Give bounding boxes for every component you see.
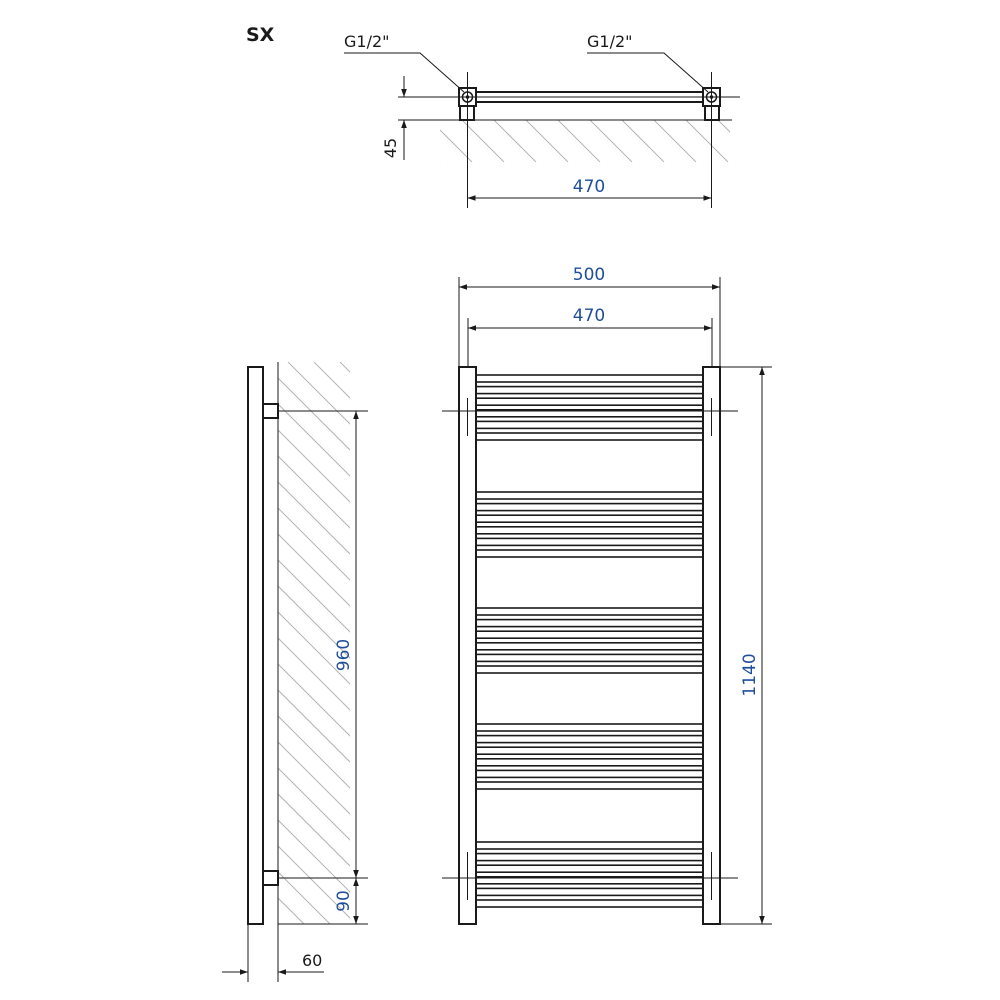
towel-bar xyxy=(475,420,704,430)
top-wall-hatch xyxy=(440,120,730,162)
wall-distance-dim-label: 60 xyxy=(302,951,322,970)
towel-bar xyxy=(475,491,704,500)
side-bottom-connection xyxy=(262,870,279,886)
overall-width-dim-label: 500 xyxy=(573,265,605,285)
side-collector xyxy=(247,366,264,925)
top-hatch-line xyxy=(461,120,505,162)
side-hatch-line xyxy=(278,663,350,737)
front-left-collector xyxy=(458,366,477,925)
towel-bar xyxy=(475,432,704,441)
towel-bar xyxy=(475,374,704,383)
towel-bar xyxy=(475,653,704,663)
side-hatch-line xyxy=(278,923,279,924)
depth-dim-label: 45 xyxy=(381,138,400,158)
axis-width-dim-label: 470 xyxy=(573,306,605,326)
side-hatch-line xyxy=(278,793,350,867)
towel-bar xyxy=(475,630,704,640)
towel-bar xyxy=(475,887,704,897)
side-hatch-line xyxy=(278,611,350,685)
right-connection-label: G1/2" xyxy=(587,32,633,51)
top-hatch-line xyxy=(493,120,537,162)
side-hatch-line xyxy=(278,637,350,711)
top-hatch-line xyxy=(685,120,729,162)
side-hatch-line xyxy=(278,429,350,503)
towel-bar xyxy=(475,641,704,651)
top-hatch-line xyxy=(440,129,473,162)
top-hatch-line xyxy=(589,120,633,162)
towel-bar xyxy=(475,769,704,779)
towel-bar xyxy=(475,899,704,908)
side-view: 960 90 60 xyxy=(222,362,368,982)
towel-bar xyxy=(475,734,704,744)
towel-bar xyxy=(475,864,704,874)
top-hatch-line xyxy=(653,120,697,162)
front-right-collector xyxy=(702,366,721,925)
towel-bar xyxy=(475,781,704,790)
model-title: SX xyxy=(246,24,275,46)
top-view: G1/2" G1/2" 45 470 xyxy=(344,32,740,208)
towel-bar xyxy=(475,502,704,512)
top-hatch-line xyxy=(717,120,730,133)
top-hatch-line xyxy=(621,120,665,162)
side-wall-hatch xyxy=(278,362,350,924)
spacing-dim-label: 960 xyxy=(334,639,354,671)
towel-bar xyxy=(475,514,704,524)
towel-bar xyxy=(475,665,704,674)
right-connection-leader xyxy=(587,52,709,93)
side-hatch-line xyxy=(278,741,350,815)
towel-bar xyxy=(475,525,704,535)
towel-bar xyxy=(475,607,704,616)
top-axis-dim-label: 470 xyxy=(573,177,605,197)
towel-bar xyxy=(475,397,704,407)
towel-bar xyxy=(475,757,704,767)
side-hatch-line xyxy=(278,715,350,789)
towel-bar xyxy=(475,618,704,628)
towel-bar xyxy=(475,852,704,862)
left-connection-label: G1/2" xyxy=(344,32,390,51)
towel-bar xyxy=(475,385,704,395)
towel-bar xyxy=(475,723,704,732)
side-top-connection xyxy=(262,403,279,419)
towel-bar xyxy=(475,746,704,756)
front-view: 500 470 1140 xyxy=(442,265,772,925)
bottom-offset-dim-label: 90 xyxy=(334,890,354,912)
side-hatch-line xyxy=(278,845,350,919)
towel-bar xyxy=(475,549,704,558)
towel-bar xyxy=(475,537,704,547)
top-hatch-line xyxy=(525,120,569,162)
towel-bar xyxy=(475,841,704,850)
side-hatch-line xyxy=(278,767,350,841)
left-connection-leader xyxy=(344,52,465,93)
front-bars xyxy=(475,374,704,908)
height-dim-label: 1140 xyxy=(740,653,760,696)
side-hatch-line xyxy=(278,819,350,893)
side-hatch-line xyxy=(278,403,350,477)
top-hatch-line xyxy=(557,120,601,162)
side-hatch-line xyxy=(278,585,350,659)
side-hatch-line xyxy=(278,871,331,924)
